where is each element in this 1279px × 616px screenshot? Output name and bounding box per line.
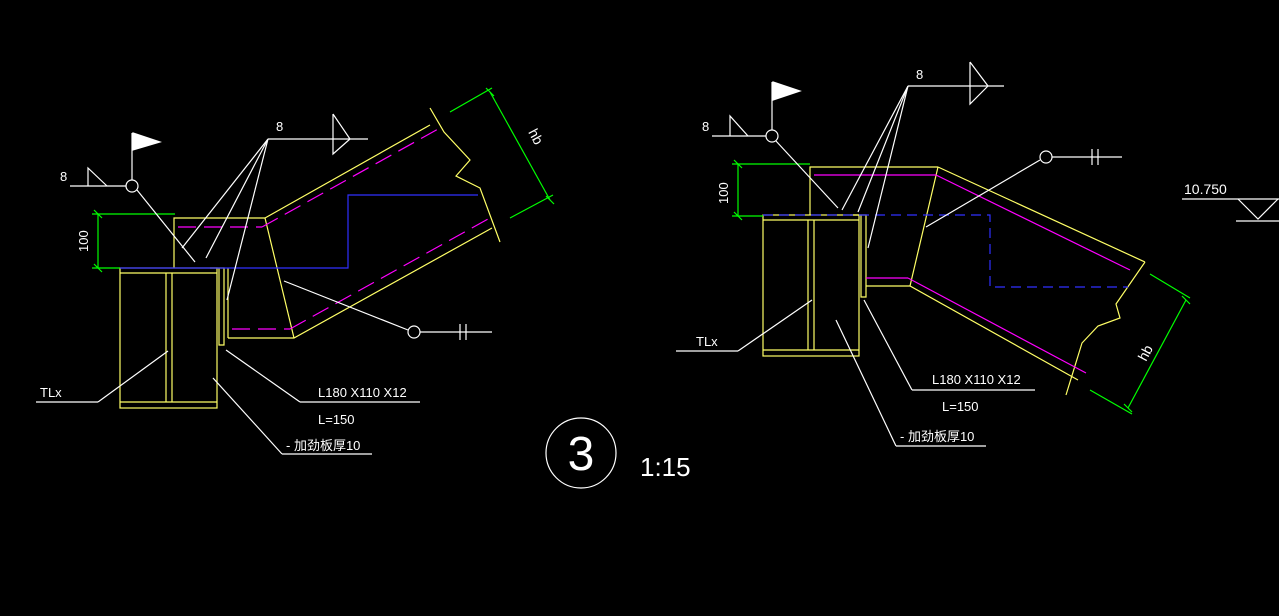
left-weld-flag-symbol xyxy=(70,132,196,263)
right-elevation-mark xyxy=(1182,198,1279,222)
detail-scale: 1:15 xyxy=(640,452,691,482)
detail-tag: 3 1:15 xyxy=(545,417,691,489)
right-weld-flag-size: 8 xyxy=(702,119,709,134)
left-stiffener-label: - 加劲板厚10 xyxy=(286,438,360,453)
detail-tag-circle xyxy=(545,417,617,489)
right-dim-depth: hb xyxy=(1135,342,1157,363)
detail-number: 3 xyxy=(568,428,595,481)
left-weld-flag-size: 8 xyxy=(60,169,67,184)
left-dim-depth: hb xyxy=(525,126,547,147)
right-weld-flag-symbol xyxy=(712,81,839,209)
left-weld-arrow-size: 8 xyxy=(276,119,283,134)
left-angle-leader xyxy=(225,349,420,403)
left-section-leader xyxy=(283,280,492,340)
right-dim-height: 100 xyxy=(716,182,731,204)
left-stiffener-leader xyxy=(212,377,372,455)
left-dim-height: 100 xyxy=(76,230,91,252)
right-elevation-value: 10.750 xyxy=(1184,181,1227,197)
right-centerline xyxy=(814,174,1131,374)
right-weld-arrow-size: 8 xyxy=(916,67,923,82)
left-detail: 100 hb 8 8 xyxy=(36,87,555,455)
left-dimensions xyxy=(92,87,555,273)
left-angle-length: L=150 xyxy=(318,412,355,427)
right-stiffener-leader xyxy=(835,319,986,447)
left-beam-leader xyxy=(36,350,169,403)
right-detail: 100 hb 8 8 xyxy=(676,61,1279,447)
right-weld-arrow-symbol xyxy=(841,61,1004,249)
right-angle-length: L=150 xyxy=(942,399,979,414)
right-beam-label: TLx xyxy=(696,334,718,349)
left-hidden-line xyxy=(120,194,478,269)
right-stiffener-label: - 加劲板厚10 xyxy=(900,429,974,444)
left-inclined-beam xyxy=(173,107,501,339)
left-centerline xyxy=(178,127,489,330)
right-beam-leader xyxy=(676,299,813,352)
right-inclined-beam xyxy=(809,166,1146,396)
right-section-leader xyxy=(925,149,1122,228)
left-weld-arrow-symbol xyxy=(181,113,368,301)
left-beam-label: TLx xyxy=(40,385,62,400)
right-angle-label: L180 X110 X12 xyxy=(932,372,1021,387)
left-angle-label: L180 X110 X12 xyxy=(318,385,407,400)
right-angle-leader xyxy=(863,299,1035,391)
